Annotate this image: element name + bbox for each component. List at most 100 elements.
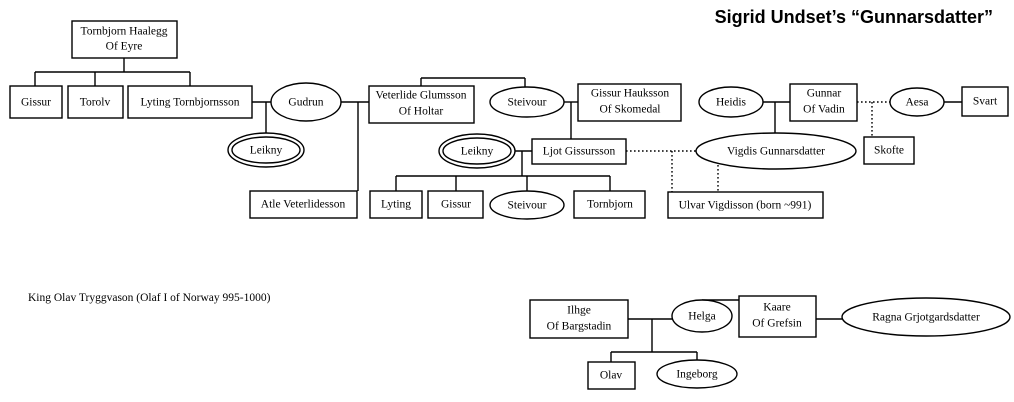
node-label-line2: Of Grefsin [752, 318, 802, 330]
node-box[interactable] [573, 190, 646, 219]
connectors-gudrun-veterlide [341, 101, 369, 191]
connectors-top-family [34, 58, 191, 86]
node-box[interactable] [427, 190, 484, 219]
node-label-line1: Steivour [508, 200, 547, 212]
node-label-line1: Vigdis Gunnarsdatter [727, 146, 825, 158]
node-gissur-hauksson[interactable]: Gissur Hauksson Of Skomedal [577, 83, 682, 122]
node-box[interactable] [863, 136, 915, 165]
node-helga[interactable]: Helga [671, 299, 733, 333]
node-leikny-1[interactable]: Leikny [227, 132, 305, 168]
node-ellipse[interactable] [270, 82, 342, 122]
node-ulvar-vigdisson[interactable]: Ulvar Vigdisson (born ~991) [667, 191, 824, 219]
node-ellipse[interactable] [489, 190, 565, 220]
node-box[interactable] [577, 83, 682, 122]
node-label-line1: Gissur Hauksson [591, 88, 670, 100]
node-veterlide-glumsson[interactable]: Veterlide Glumsson Of Holtar [368, 85, 475, 124]
node-kaare-of-grefsin[interactable]: Kaare Of Grefsin [738, 295, 817, 338]
node-label-line1: Gissur [441, 199, 471, 211]
node-lyting-2[interactable]: Lyting [369, 190, 423, 219]
node-box[interactable] [738, 295, 817, 338]
node-label-line1: Kaare [763, 302, 790, 314]
node-label-line1: Gunnar [807, 88, 842, 100]
node-ellipse-inner [231, 136, 301, 164]
node-label-line2: Of Holtar [399, 106, 444, 118]
connectors-ljot-vigdis [626, 150, 719, 192]
node-ellipse[interactable] [698, 86, 764, 118]
node-lyting-tornbjornsson[interactable]: Lyting Tornbjornsson [127, 85, 253, 119]
node-ljot-gissursson[interactable]: Ljot Gissursson [531, 138, 627, 165]
node-box[interactable] [249, 190, 358, 219]
node-ellipse-outer[interactable] [227, 132, 305, 168]
node-label-line1: Ljot Gissursson [543, 146, 616, 158]
node-gissur-1[interactable]: Gissur [9, 85, 63, 119]
node-label-line2: Of Eyre [106, 41, 143, 53]
node-tornbjorn-2[interactable]: Tornbjorn [573, 190, 646, 219]
node-label-line1: Veterlide Glumsson [375, 90, 466, 102]
node-ellipse[interactable] [695, 132, 857, 170]
node-ellipse[interactable] [671, 299, 733, 333]
node-label-line1: Ragna Grjotgardsdatter [872, 312, 980, 324]
node-label-line2: Of Bargstadin [547, 321, 612, 333]
node-ellipse[interactable] [656, 359, 738, 389]
node-label-line1: Aesa [906, 97, 929, 109]
node-gunnar-of-vadin[interactable]: Gunnar Of Vadin [789, 83, 858, 122]
node-label-line1: Gissur [21, 97, 51, 109]
node-label-line1: Ulvar Vigdisson (born ~991) [679, 200, 812, 212]
node-label-line1: Tornbjorn [587, 199, 633, 211]
node-torolv[interactable]: Torolv [67, 85, 124, 119]
node-box[interactable] [789, 83, 858, 122]
node-ragna-grjotgardsdatter[interactable]: Ragna Grjotgardsdatter [841, 297, 1011, 337]
node-gudrun[interactable]: Gudrun [270, 82, 342, 122]
node-label-line1: Torolv [80, 97, 111, 109]
node-ellipse[interactable] [841, 297, 1011, 337]
node-box[interactable] [529, 299, 629, 339]
node-leikny-2[interactable]: Leikny [438, 133, 516, 169]
node-ellipse-inner [442, 137, 512, 165]
node-box[interactable] [127, 85, 253, 119]
node-label-line1: Helga [688, 311, 715, 323]
node-box[interactable] [961, 86, 1009, 117]
node-ellipse[interactable] [489, 86, 565, 118]
node-aesa[interactable]: Aesa [889, 87, 945, 117]
connectors-lyting-gudrun [252, 101, 271, 137]
node-label-line1: Steivour [508, 97, 547, 109]
node-label-line2: Of Skomedal [599, 104, 660, 116]
node-label-line1: Olav [600, 370, 623, 382]
node-label-line1: Heidis [716, 97, 747, 109]
node-steivour-2[interactable]: Steivour [489, 190, 565, 220]
connectors-leikny2-ljot [395, 150, 611, 192]
node-vigdis-gunnarsdatter[interactable]: Vigdis Gunnarsdatter [695, 132, 857, 170]
node-box[interactable] [67, 85, 124, 119]
note-king-olav: King Olav Tryggvason (Olaf I of Norway 9… [28, 292, 271, 304]
node-label-line1: Ilhge [567, 305, 591, 317]
node-box[interactable] [667, 191, 824, 219]
node-label-line1: Gudrun [288, 97, 323, 109]
node-ellipse-outer[interactable] [438, 133, 516, 169]
node-label-line1: Lyting [381, 199, 411, 211]
node-label-line2: Of Vadin [803, 104, 845, 116]
node-skofte[interactable]: Skofte [863, 136, 915, 165]
node-label-line1: Tornbjorn Haalegg [80, 26, 167, 38]
node-ingeborg[interactable]: Ingeborg [656, 359, 738, 389]
node-ellipse[interactable] [889, 87, 945, 117]
node-box[interactable] [531, 138, 627, 165]
node-box[interactable] [369, 190, 423, 219]
node-box[interactable] [9, 85, 63, 119]
node-tornbjorn-haalegg[interactable]: Tornbjorn Haalegg Of Eyre [71, 20, 178, 59]
node-label-line1: Ingeborg [676, 369, 718, 381]
page-title: Sigrid Undset’s “Gunnarsdatter” [715, 7, 993, 27]
node-box[interactable] [587, 361, 636, 390]
node-svart[interactable]: Svart [961, 86, 1009, 117]
node-box[interactable] [71, 20, 178, 59]
node-ilhge-of-bargstadin[interactable]: Ilhge Of Bargstadin [529, 299, 629, 339]
node-label-line1: Lyting Tornbjornsson [141, 97, 240, 109]
node-atle-veterlidesson[interactable]: Atle Veterlidesson [249, 190, 358, 219]
node-gissur-2[interactable]: Gissur [427, 190, 484, 219]
node-label-line1: Leikny [461, 146, 494, 158]
node-steivour-1[interactable]: Steivour [489, 86, 565, 118]
node-heidis[interactable]: Heidis [698, 86, 764, 118]
node-box[interactable] [368, 85, 475, 124]
node-olav[interactable]: Olav [587, 361, 636, 390]
